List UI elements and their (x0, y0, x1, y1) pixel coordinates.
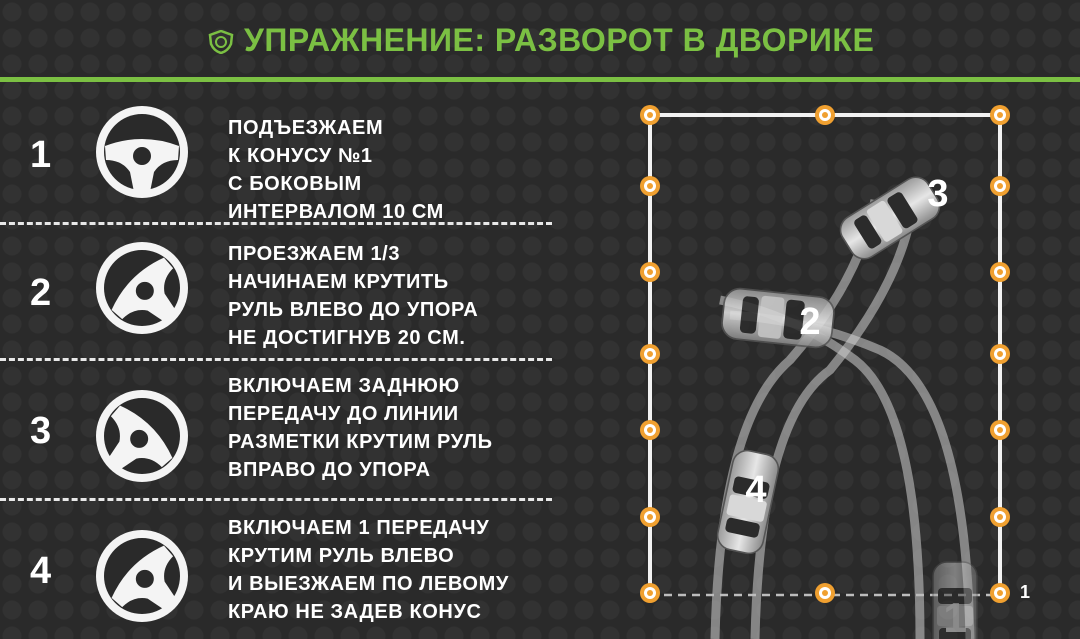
car-label: 4 (745, 469, 766, 511)
cone-icon (990, 420, 1010, 440)
step-text: ПРОЕЗЖАЕМ 1/3 НАЧИНАЕМ КРУТИТЬ РУЛЬ ВЛЕВ… (228, 240, 478, 352)
step-number: 4 (30, 550, 52, 592)
step-3: 3 ВКЛЮЧАЕМ ЗАДНЮЮ ПЕРЕДАЧУ ДО ЛИНИИ РАЗМ… (0, 364, 560, 502)
cone-icon (990, 105, 1010, 125)
step-number: 1 (30, 134, 52, 176)
cone-icon (990, 583, 1010, 603)
cone-icon (990, 262, 1010, 282)
step-line: К КОНУСУ №1 (228, 145, 373, 167)
cone-icon (640, 262, 660, 282)
cone-icon (990, 176, 1010, 196)
step-line: НАЧИНАЕМ КРУТИТЬ (228, 271, 449, 293)
step-line: НЕ ДОСТИГНУВ 20 СМ. (228, 327, 466, 349)
step-line: ВКЛЮЧАЕМ ЗАДНЮЮ (228, 375, 460, 397)
cone-icon (815, 583, 835, 603)
step-line: КРУТИМ РУЛЬ ВЛЕВО (228, 545, 455, 567)
step-line: ПРОЕЗЖАЕМ 1/3 (228, 243, 401, 265)
step-number: 2 (30, 272, 52, 314)
header: УПРАЖНЕНИЕ: РАЗВОРОТ В ДВОРИКЕ (0, 0, 1080, 80)
step-line: ВКЛЮЧАЕМ 1 ПЕРЕДАЧУ (228, 517, 490, 539)
cone-icon (990, 344, 1010, 364)
step-line: ПОДЪЕЗЖАЕМ (228, 117, 384, 139)
steering-wheel-straight-icon (96, 106, 188, 198)
cone-number-label: 1 (1020, 582, 1030, 602)
steering-wheel-left-icon (96, 242, 188, 334)
step-line: РАЗМЕТКИ КРУТИМ РУЛЬ (228, 431, 493, 453)
cone-icon (640, 176, 660, 196)
step-line: РУЛЬ ВЛЕВО ДО УПОРА (228, 299, 479, 321)
cone-icon (815, 105, 835, 125)
step-line: КРАЮ НЕ ЗАДЕВ КОНУС (228, 601, 482, 623)
steering-wheel-right-icon (96, 390, 188, 482)
header-divider (0, 77, 1080, 82)
step-line: ИНТЕРВАЛОМ 10 СМ (228, 201, 444, 223)
car-label: 1 (943, 594, 966, 639)
maneuver-diagram: 1 2 3 4 1 (640, 105, 1030, 639)
step-2: 2 ПРОЕЗЖАЕМ 1/3 НАЧИНАЕМ КРУТИТЬ РУЛЬ ВЛ… (0, 228, 560, 366)
cone-icon (640, 507, 660, 527)
cone-icon (640, 344, 660, 364)
cone-icon (640, 583, 660, 603)
cone-icon (640, 420, 660, 440)
tire-tracks (710, 199, 975, 639)
car-1: 1 (932, 561, 978, 639)
cones (640, 105, 1010, 603)
step-divider (0, 222, 552, 225)
step-line: ПЕРЕДАЧУ ДО ЛИНИИ (228, 403, 459, 425)
step-text: ВКЛЮЧАЕМ ЗАДНЮЮ ПЕРЕДАЧУ ДО ЛИНИИ РАЗМЕТ… (228, 372, 493, 484)
cone-icon (990, 507, 1010, 527)
car-label: 2 (799, 301, 820, 343)
step-4: 4 ВКЛЮЧАЕМ 1 ПЕРЕДАЧУ КРУТИМ РУЛЬ ВЛЕВО … (0, 500, 560, 638)
step-text: ВКЛЮЧАЕМ 1 ПЕРЕДАЧУ КРУТИМ РУЛЬ ВЛЕВО И … (228, 514, 509, 626)
step-divider (0, 358, 552, 361)
cone-icon (640, 105, 660, 125)
page-title: УПРАЖНЕНИЕ: РАЗВОРОТ В ДВОРИКЕ (244, 22, 875, 58)
car-label: 3 (927, 173, 948, 215)
step-text: ПОДЪЕЗЖАЕМ К КОНУСУ №1 С БОКОВЫМ ИНТЕРВА… (228, 114, 444, 226)
step-line: ВПРАВО ДО УПОРА (228, 459, 431, 481)
step-line: И ВЫЕЗЖАЕМ ПО ЛЕВОМУ (228, 573, 509, 595)
step-1: 1 ПОДЪЕЗЖАЕМ К КОНУСУ №1 С БОКОВЫМ ИНТЕР… (0, 92, 560, 230)
step-line: С БОКОВЫМ (228, 173, 362, 195)
steering-wheel-left-icon (96, 530, 188, 622)
step-number: 3 (30, 410, 52, 452)
shield-steering-icon (208, 30, 234, 54)
step-divider (0, 498, 552, 501)
